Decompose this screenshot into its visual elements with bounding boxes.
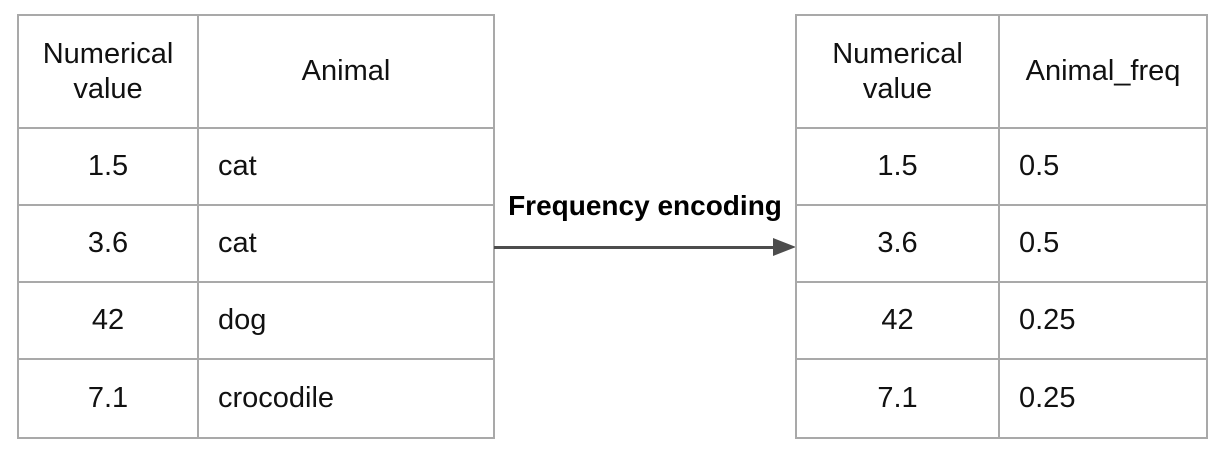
table-cell: 42 — [797, 283, 1000, 360]
encoded-table-header-animal-freq: Animal_freq — [1000, 16, 1206, 129]
table-cell: 7.1 — [19, 360, 199, 437]
arrow-label: Frequency encoding — [508, 190, 782, 221]
table-cell: 0.25 — [1000, 283, 1206, 360]
table-cell: 0.5 — [1000, 206, 1206, 283]
input-table-header-numerical-value: Numerical value — [19, 16, 199, 129]
table-cell: 0.25 — [1000, 360, 1206, 437]
table-cell: cat — [199, 206, 493, 283]
table-cell: 3.6 — [19, 206, 199, 283]
arrow-head — [773, 238, 796, 256]
table-cell: 3.6 — [797, 206, 1000, 283]
arrow-line — [494, 246, 775, 249]
table-cell: cat — [199, 129, 493, 206]
table-cell: dog — [199, 283, 493, 360]
table-cell: 1.5 — [19, 129, 199, 206]
table-cell: 0.5 — [1000, 129, 1206, 206]
table-cell: crocodile — [199, 360, 493, 437]
table-cell: 42 — [19, 283, 199, 360]
table-cell: 7.1 — [797, 360, 1000, 437]
right-arrow-icon — [494, 238, 796, 256]
encoded-table-header-numerical-value: Numerical value — [797, 16, 1000, 129]
input-table-header-animal: Animal — [199, 16, 493, 129]
table-cell: 1.5 — [797, 129, 1000, 206]
